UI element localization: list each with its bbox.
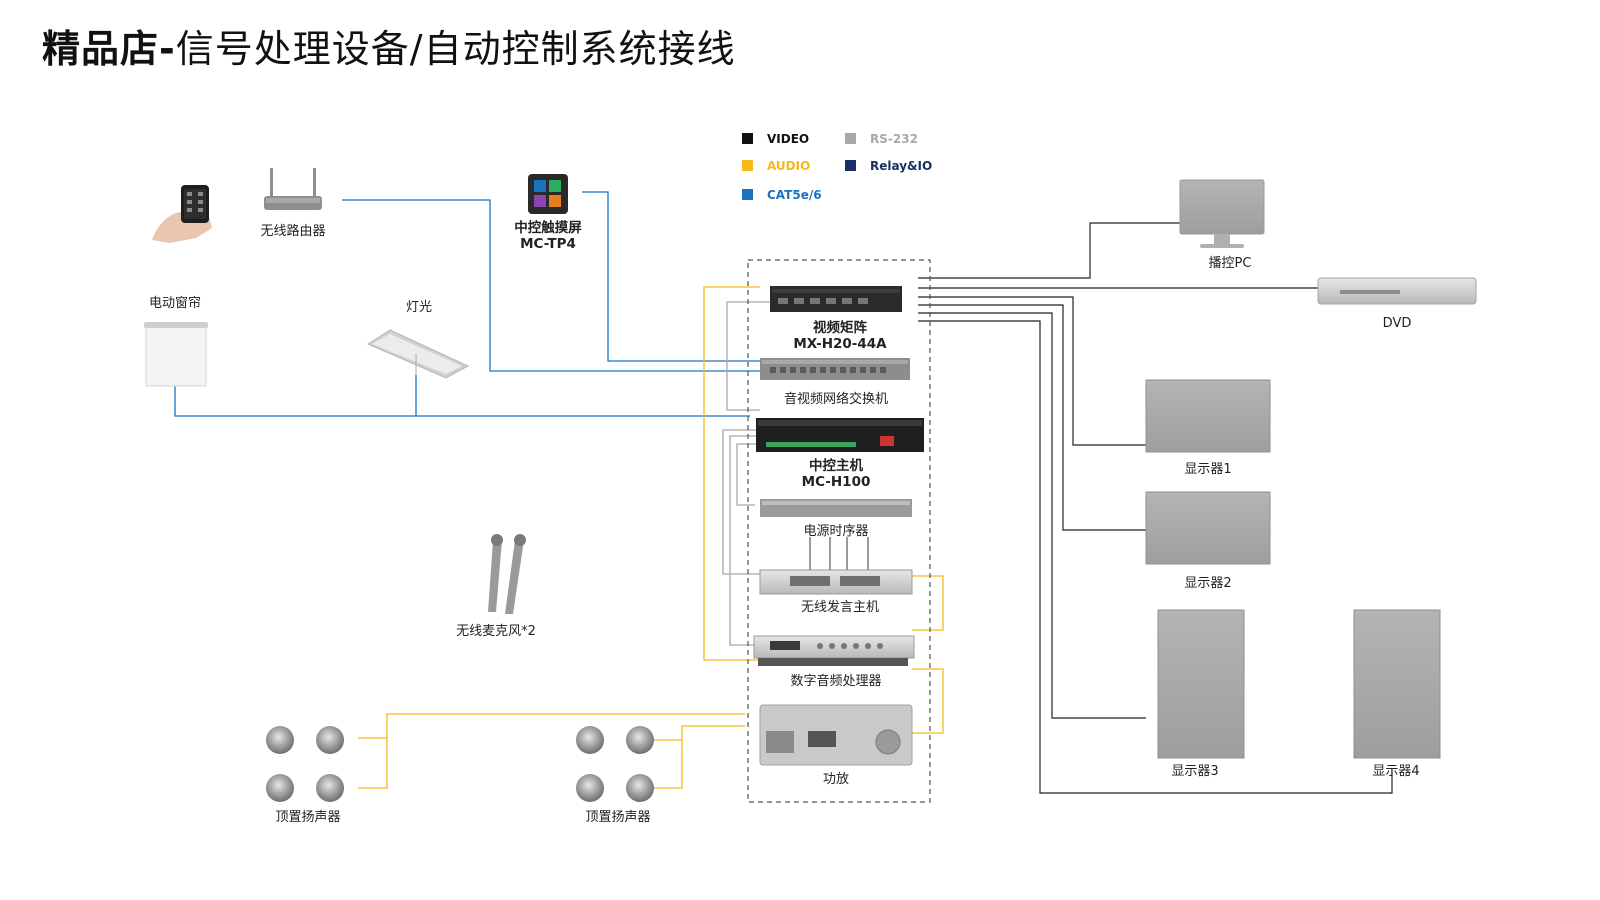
display2-icon xyxy=(1145,491,1271,565)
amplifier-icon xyxy=(759,704,913,766)
legend-video-swatch xyxy=(742,133,753,144)
title-rest: 信号处理设备/自动控制系统接线 xyxy=(175,27,736,71)
controller-label-line2: MC-H100 xyxy=(801,474,871,490)
legend-relay-swatch xyxy=(845,160,856,171)
video-matrix-icon xyxy=(770,286,902,312)
touch-panel-icon xyxy=(528,174,568,214)
router-label: 无线路由器 xyxy=(260,224,326,239)
pc-monitor-icon xyxy=(1179,179,1265,248)
matrix-label-line2: MX-H20-44A xyxy=(793,336,887,352)
legend-cat5-label: CAT5e/6 xyxy=(767,188,822,202)
legend-relay: Relay&IO xyxy=(845,159,932,173)
power-sequencer-icon xyxy=(760,499,912,517)
touch-panel-label-line1: 中控触摸屏 xyxy=(514,220,582,236)
page-title: 精品店-信号处理设备/自动控制系统接线 xyxy=(42,18,736,73)
curtain-label: 电动窗帘 xyxy=(148,296,202,311)
display4-icon xyxy=(1353,609,1441,759)
matrix-label: 视频矩阵 MX-H20-44A xyxy=(793,320,886,352)
controller-label-line1: 中控主机 xyxy=(808,458,863,474)
cat5-lines xyxy=(174,191,760,417)
speakers-right-label: 顶置扬声器 xyxy=(585,810,651,825)
rack-boundary xyxy=(747,259,931,803)
legend-video-label: VIDEO xyxy=(767,132,810,146)
video-lines xyxy=(918,222,1393,794)
legend-rs232: RS-232 xyxy=(845,132,918,146)
dvd-label: DVD xyxy=(1382,316,1412,331)
amp-label: 功放 xyxy=(822,772,850,787)
switch-label: 音视频网络交换机 xyxy=(783,392,889,407)
dsp-icon xyxy=(753,635,915,666)
router-icon xyxy=(264,168,322,210)
display3-icon xyxy=(1157,609,1245,759)
display1-icon xyxy=(1145,379,1271,453)
phone-in-hand-icon xyxy=(152,185,212,243)
legend-audio: AUDIO xyxy=(742,159,810,173)
ceiling-speakers-right-icon xyxy=(576,726,654,802)
display2-label: 显示器2 xyxy=(1184,576,1232,591)
legend-cat5-swatch xyxy=(742,189,753,200)
title-dash: - xyxy=(159,27,176,71)
curtain-icon xyxy=(144,322,208,387)
touch-panel-label-line2: MC-TP4 xyxy=(520,236,576,252)
ceiling-speakers-left-icon xyxy=(266,726,344,802)
wireless-host-label: 无线发言主机 xyxy=(800,600,880,615)
legend-audio-swatch xyxy=(742,160,753,171)
display1-label: 显示器1 xyxy=(1184,462,1232,477)
controller-label: 中控主机 MC-H100 xyxy=(802,458,871,490)
wireless-host-icon xyxy=(759,537,913,595)
controller-icon xyxy=(756,418,924,452)
legend-relay-label: Relay&IO xyxy=(870,159,933,173)
audio-lines xyxy=(358,286,944,789)
network-switch-icon xyxy=(760,358,910,380)
light-icon xyxy=(366,329,470,379)
microphones-icon xyxy=(488,534,526,614)
title-strong: 精品店 xyxy=(42,27,160,71)
sequencer-label: 电源时序器 xyxy=(803,524,869,539)
legend-audio-label: AUDIO xyxy=(767,159,811,173)
legend-video: VIDEO xyxy=(742,132,809,146)
dsp-label: 数字音频处理器 xyxy=(790,674,882,689)
legend-rs232-swatch xyxy=(845,133,856,144)
pc-label: 播控PC xyxy=(1208,256,1252,271)
legend-cat5: CAT5e/6 xyxy=(742,188,822,202)
display4-label: 显示器4 xyxy=(1372,764,1420,779)
display3-label: 显示器3 xyxy=(1171,764,1219,779)
speakers-left-label: 顶置扬声器 xyxy=(275,810,341,825)
dvd-player-icon xyxy=(1317,277,1477,305)
light-label: 灯光 xyxy=(405,300,433,315)
mic-label: 无线麦克风*2 xyxy=(456,624,536,639)
matrix-label-line1: 视频矩阵 xyxy=(813,320,867,336)
legend-rs232-label: RS-232 xyxy=(870,132,918,146)
touch-panel-label: 中控触摸屏 MC-TP4 xyxy=(514,220,582,252)
